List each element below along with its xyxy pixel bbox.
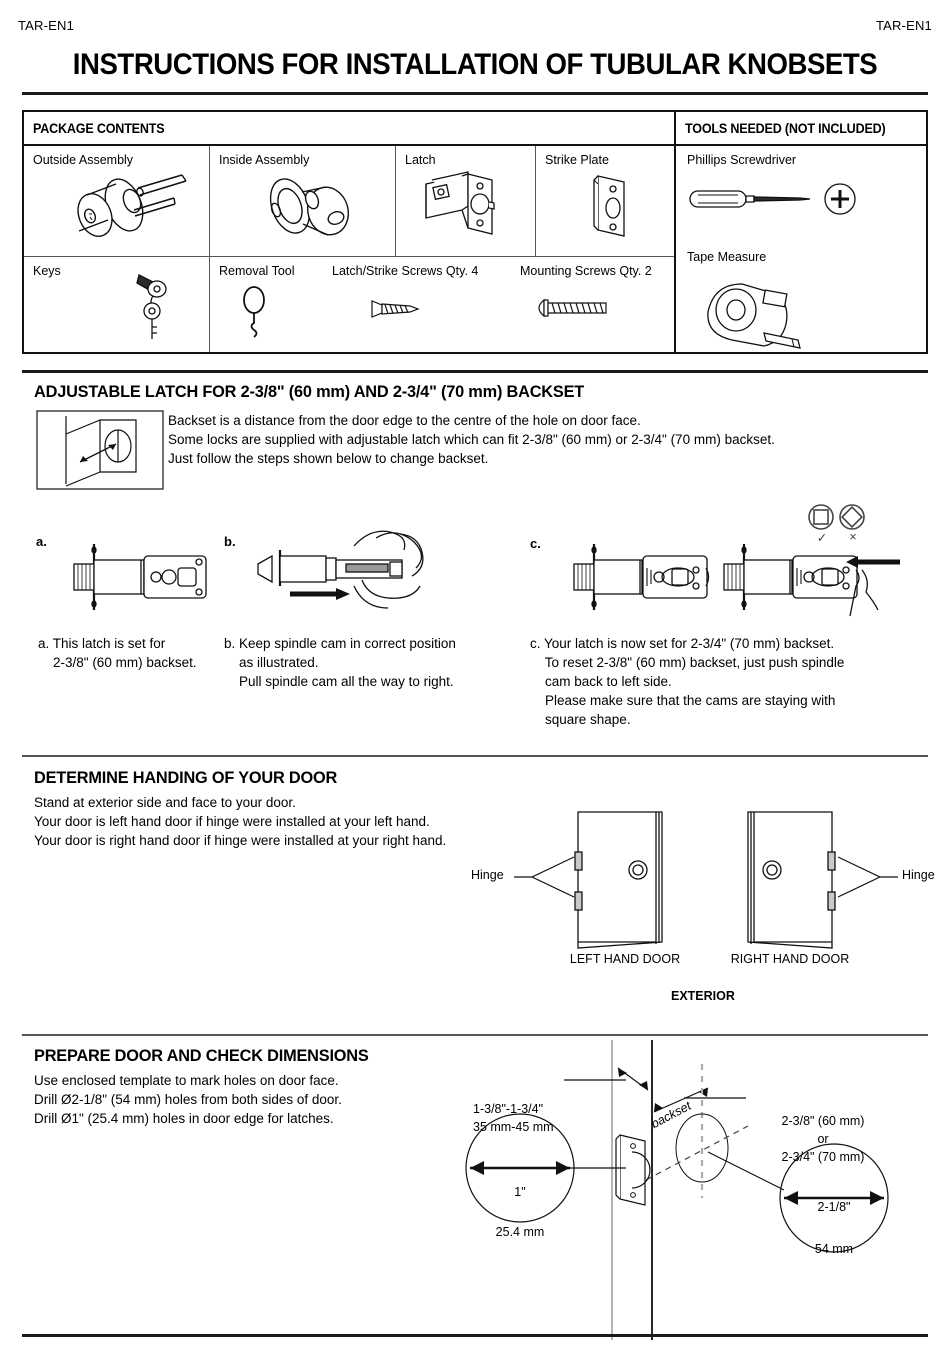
round-head-screw-icon xyxy=(532,297,616,319)
table-header-row: PACKAGE CONTENTS TOOLS NEEDED (NOT INCLU… xyxy=(24,112,926,146)
cell-outside-assembly: Outside Assembly xyxy=(24,146,210,256)
step-b-caption: b. Keep spindle cam in correct position … xyxy=(224,636,456,689)
package-row-2: Keys xyxy=(24,257,674,352)
left-hand-door-diagram xyxy=(570,810,680,950)
cell-label-keys: Keys xyxy=(33,264,61,278)
step-c-latch-diagram-left xyxy=(556,540,716,614)
cell-inside-assembly: Inside Assembly xyxy=(210,146,396,256)
page-bottom-rule xyxy=(22,1334,928,1337)
inside-assembly-knob-icon xyxy=(256,166,376,250)
package-contents-header-label: PACKAGE CONTENTS xyxy=(33,120,165,136)
edge-hole-inches-label: 1" xyxy=(514,1185,526,1199)
cell-label-strike-plate: Strike Plate xyxy=(545,153,609,167)
step-a-caption: a. This latch is set for 2-3/8" (60 mm) … xyxy=(38,636,197,670)
cell-label-mounting-screws: Mounting Screws Qty. 2 xyxy=(520,264,652,278)
strike-plate-icon xyxy=(584,170,644,244)
cell-label-inside-assembly: Inside Assembly xyxy=(219,153,310,167)
adjustable-latch-heading: ADJUSTABLE LATCH FOR 2-3/8" (60 mm) AND … xyxy=(34,382,585,401)
cell-label-removal-tool: Removal Tool xyxy=(219,264,295,278)
right-hinge-leader-icon xyxy=(834,855,900,903)
face-hole-inches-label: 2-1/8" xyxy=(817,1200,851,1214)
left-hinge-leader-icon xyxy=(512,855,578,903)
tools-needed-column: Phillips Screwdriver Tape Measure xyxy=(676,146,926,352)
package-contents-header-cell: PACKAGE CONTENTS xyxy=(24,112,676,144)
phillips-screwdriver-icon xyxy=(688,182,878,226)
tool-label-tape-measure: Tape Measure xyxy=(687,250,767,264)
package-contents-table: PACKAGE CONTENTS TOOLS NEEDED (NOT INCLU… xyxy=(22,110,928,354)
edge-hole-mm-label: 25.4 mm xyxy=(495,1225,545,1239)
flat-head-screw-icon xyxy=(370,299,424,319)
left-hinge-label: Hinge xyxy=(471,868,504,882)
exterior-label: EXTERIOR xyxy=(671,989,735,1003)
outside-assembly-knob-icon xyxy=(62,168,202,250)
left-hand-door-label: LEFT HAND DOOR xyxy=(569,952,681,966)
step-c-latch-diagram-right xyxy=(706,540,906,630)
door-cross-section-diagram xyxy=(440,1040,940,1340)
handing-text: Stand at exterior side and face to your … xyxy=(34,795,447,848)
table-body: Outside Assembly xyxy=(24,146,926,352)
cell-label-latch: Latch xyxy=(405,153,436,167)
step-b-marker: b. xyxy=(224,534,236,549)
cell-tools-and-screws: Removal Tool Latch/Strike Screws Qty. 4 … xyxy=(210,257,674,352)
latch-icon xyxy=(418,166,526,246)
section-rule-adjustable-latch xyxy=(22,370,928,373)
backset-value-label: 2-3/8" (60 mm) or 2-3/4" (70 mm) xyxy=(781,1114,865,1164)
right-hand-door-diagram xyxy=(730,810,840,950)
tools-needed-header-cell: TOOLS NEEDED (NOT INCLUDED) xyxy=(676,112,926,144)
package-row-1: Outside Assembly xyxy=(24,146,674,257)
step-c-marker: c. xyxy=(530,536,541,551)
adjustable-latch-intro: Backset is a distance from the door edge… xyxy=(168,413,775,466)
step-a-latch-diagram xyxy=(56,540,216,614)
step-c-caption: c. Your latch is now set for 2-3/4" (70 … xyxy=(530,636,845,727)
step-a-marker: a. xyxy=(36,534,47,549)
cell-strike-plate: Strike Plate xyxy=(536,146,674,256)
prepare-text: Use enclosed template to mark holes on d… xyxy=(34,1073,342,1126)
cam-shape-indicator xyxy=(806,503,868,533)
backset-illustration-icon xyxy=(36,410,164,490)
cell-label-outside-assembly: Outside Assembly xyxy=(33,153,134,167)
removal-tool-icon xyxy=(238,285,272,341)
section-rule-handing xyxy=(22,755,928,757)
cell-label-latch-strike-screws: Latch/Strike Screws Qty. 4 xyxy=(332,264,479,278)
cell-latch: Latch xyxy=(396,146,536,256)
tool-label-phillips-screwdriver: Phillips Screwdriver xyxy=(687,153,797,167)
prepare-heading: PREPARE DOOR AND CHECK DIMENSIONS xyxy=(34,1046,369,1065)
keys-icon xyxy=(129,269,179,344)
title-underline xyxy=(22,92,928,95)
doc-code-right: TAR-EN1 xyxy=(875,18,932,33)
doc-code-left: TAR-EN1 xyxy=(18,18,75,33)
section-rule-prepare xyxy=(22,1034,928,1036)
tape-measure-icon xyxy=(702,278,822,354)
cam-ok-mark: ✓ xyxy=(816,531,828,545)
step-b-latch-hand-diagram xyxy=(250,528,450,618)
face-hole-mm-label: 54 mm xyxy=(814,1242,854,1256)
page-title: INSTRUCTIONS FOR INSTALLATION OF TUBULAR… xyxy=(72,48,878,81)
cam-bad-mark: × xyxy=(849,530,857,544)
right-hand-door-label: RIGHT HAND DOOR xyxy=(730,952,850,966)
cell-keys: Keys xyxy=(24,257,210,352)
tools-needed-header-label: TOOLS NEEDED (NOT INCLUDED) xyxy=(685,120,886,136)
right-hinge-label: Hinge xyxy=(902,868,935,882)
handing-heading: DETERMINE HANDING OF YOUR DOOR xyxy=(34,768,338,787)
package-contents-column: Outside Assembly xyxy=(24,146,676,352)
door-thickness-label: 1-3/8"-1-3/4" 35 mm-45 mm xyxy=(473,1102,554,1134)
